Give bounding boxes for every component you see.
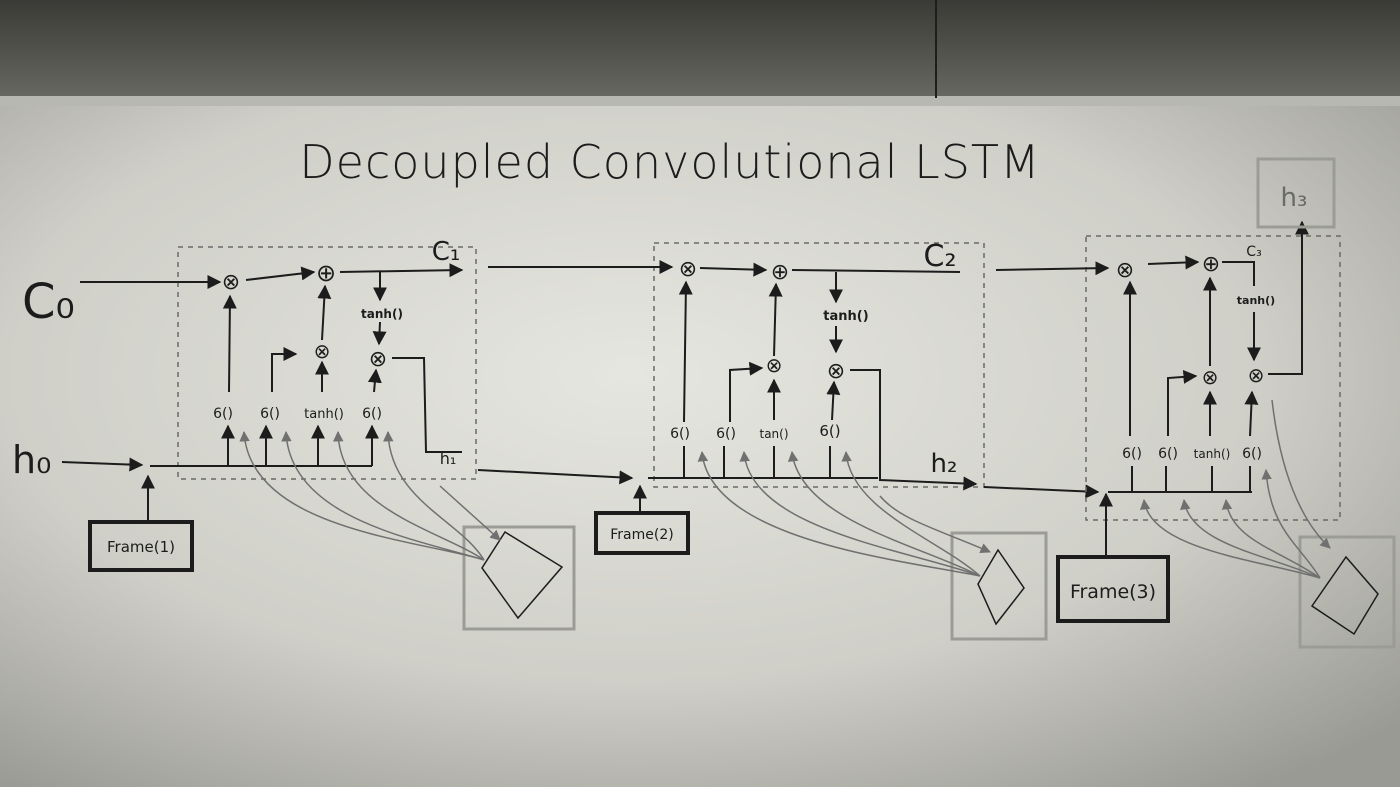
cell-3-tanh-c: tanh() <box>1237 294 1275 307</box>
h3-box <box>1256 157 1336 229</box>
kernel-2-connections <box>697 450 991 577</box>
cell-2-tanh-c: tanh() <box>823 309 868 324</box>
cell-2-c-label: C₂ <box>924 239 957 274</box>
frame-2-box <box>594 511 690 555</box>
cell-2-boundary <box>653 242 985 488</box>
cell-1-input-mul: ⊗ <box>314 339 331 363</box>
cell-2-input-gate: 6() <box>716 426 736 442</box>
cell-2-add: ⊕ <box>771 260 789 285</box>
kernel-1-box <box>462 525 576 631</box>
cell-1-candidate: tanh() <box>304 407 344 422</box>
cell-1-c-label: C₁ <box>432 237 461 267</box>
cell-3-boundary <box>1085 235 1341 521</box>
diagram-title: Decoupled Convolutional LSTM <box>299 135 1040 189</box>
cell-2-candidate: tan() <box>759 427 788 441</box>
cell-3-input-mul: ⊗ <box>1202 365 1219 389</box>
wall-top <box>0 0 1400 110</box>
kernel-2-box <box>950 531 1048 641</box>
cell-1-boundary <box>177 246 477 480</box>
cell-1-add: ⊕ <box>316 259 336 287</box>
cell-3-forget-mul: ⊗ <box>1116 258 1134 283</box>
frame-3-label: Frame(3) <box>1070 581 1156 603</box>
cell-1-forget-mul: ⊗ <box>222 270 240 295</box>
kernel-1-connections <box>239 430 501 561</box>
cell-2-h-label: h₂ <box>931 449 958 479</box>
cell-2-output-mul: ⊗ <box>827 359 845 384</box>
frame-1-label: Frame(1) <box>107 538 175 556</box>
cell-3-candidate: tanh() <box>1194 447 1231 461</box>
cell-3-input-gate: 6() <box>1158 446 1178 462</box>
whiteboard-surface <box>0 100 1400 787</box>
cell-2-output-gate: 6() <box>819 422 840 440</box>
cell-2-forget-mul: ⊗ <box>679 257 697 282</box>
lstm-cell-2: ⊗ ⊕ ⊗ ⊗ tanh() 6() 6() tan() 6() C₂ h₂ F… <box>488 239 1100 641</box>
cell-2-input-mul: ⊗ <box>766 353 783 377</box>
cell-3-c-label: C₃ <box>1246 244 1261 260</box>
cell-1-h-label: h₁ <box>440 449 457 468</box>
c0-label: C₀ <box>22 274 75 330</box>
cell-3-output-gate: 6() <box>1242 446 1262 462</box>
cell-3-output-mul: ⊗ <box>1248 363 1265 387</box>
cell-2-forget-gate: 6() <box>670 426 690 442</box>
cell-3-forget-gate: 6() <box>1122 446 1142 462</box>
cell-1-output-gate: 6() <box>362 406 382 422</box>
cell-3-add: ⊕ <box>1202 252 1220 277</box>
board-frame-top <box>0 96 1400 106</box>
kernel-2-diamond <box>977 548 1025 626</box>
kernel-3-diamond <box>1310 555 1379 636</box>
lstm-cell-1: ⊗ ⊕ ⊗ ⊗ tanh() 6() 6() tanh() 6() C₁ h₁ … <box>61 237 634 631</box>
frame-2-label: Frame(2) <box>610 527 673 543</box>
kernel-3-connections <box>1139 399 1331 579</box>
cell-1-output-mul: ⊗ <box>369 347 387 372</box>
lstm-cell-3: ⊗ ⊕ ⊗ ⊗ tanh() 6() 6() tanh() 6() C₃ h₃ … <box>995 157 1396 649</box>
kernel-3-box <box>1298 535 1396 649</box>
h0-label: h₀ <box>12 438 51 482</box>
kernel-1-diamond <box>481 530 564 620</box>
cell-3-h-label: h₃ <box>1281 183 1308 213</box>
cell-1-forget-gate: 6() <box>213 406 233 422</box>
cell-1-tanh-c: tanh() <box>361 307 403 321</box>
frame-3-box <box>1056 555 1170 623</box>
cell-1-input-gate: 6() <box>260 406 280 422</box>
frame-1-box <box>88 520 194 572</box>
